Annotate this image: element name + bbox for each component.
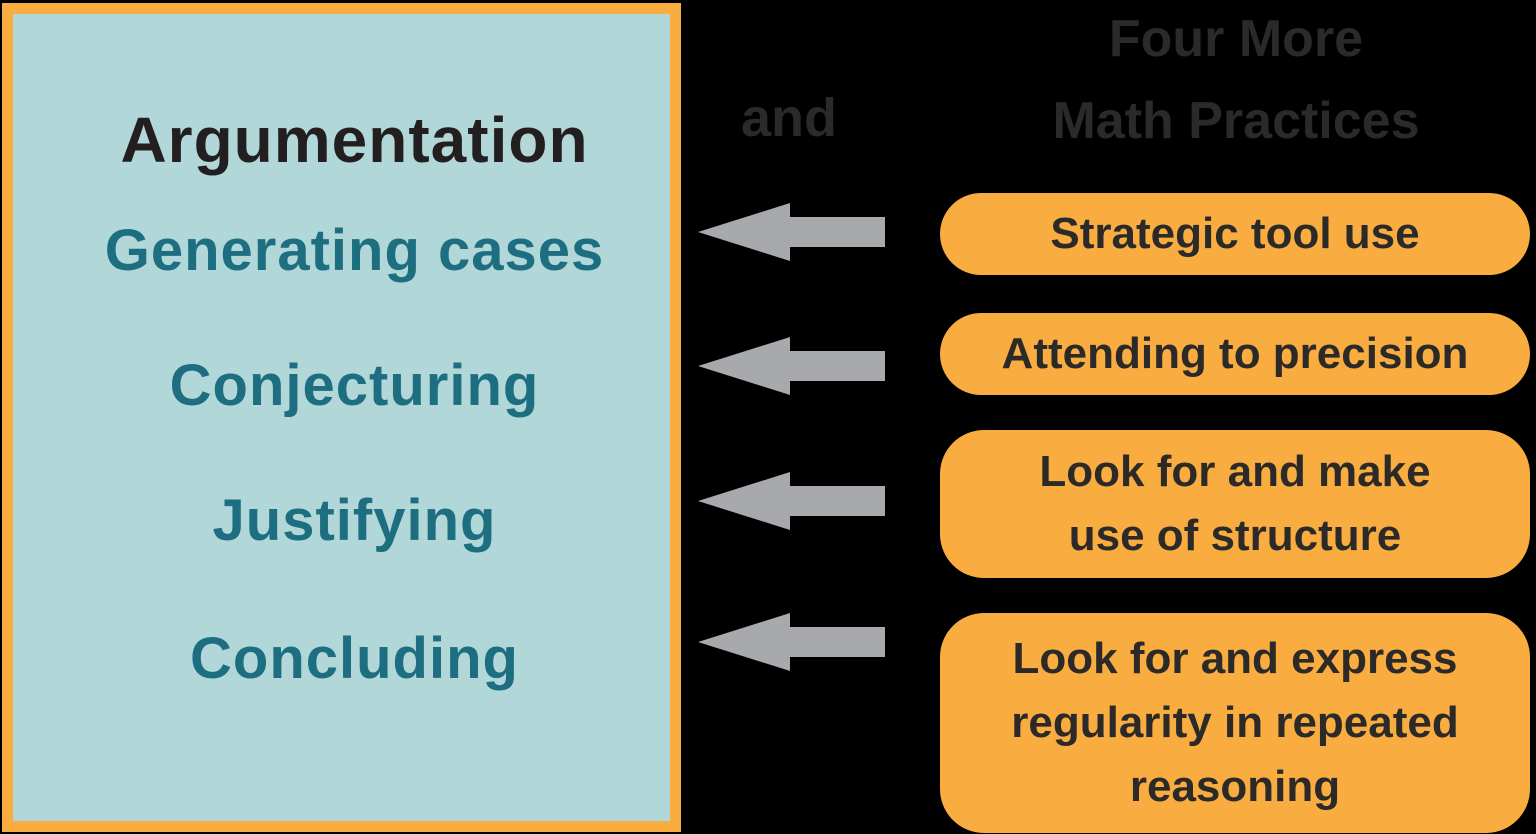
argumentation-item-generating-cases: Generating cases bbox=[104, 218, 605, 283]
pill-line: Look for and express bbox=[1012, 634, 1458, 683]
pill-strategic-tool-use: Strategic tool use bbox=[940, 193, 1530, 275]
left-arrow-icon bbox=[698, 613, 885, 671]
and-label: and bbox=[740, 88, 837, 148]
pill-line: use of structure bbox=[1068, 511, 1402, 560]
left-arrow-icon bbox=[698, 337, 885, 395]
argumentation-panel: Argumentation Generating cases Conjectur… bbox=[2, 3, 681, 832]
right-column-title: Four More Math Practices bbox=[940, 0, 1532, 162]
left-arrow-icon bbox=[698, 472, 885, 530]
left-arrow-icon bbox=[698, 203, 885, 261]
argumentation-item-justifying: Justifying bbox=[212, 488, 497, 553]
argumentation-item-conjecturing: Conjecturing bbox=[169, 353, 540, 418]
argumentation-item-concluding: Concluding bbox=[190, 626, 519, 691]
pill-line: reasoning bbox=[1129, 762, 1341, 811]
pill-line: Attending to precision bbox=[1001, 329, 1469, 378]
pill-structure: Look for and make use of structure bbox=[940, 430, 1530, 578]
right-title-line2: Math Practices bbox=[1052, 92, 1420, 150]
pill-repeated-reasoning: Look for and express regularity in repea… bbox=[940, 613, 1530, 833]
pill-line: Strategic tool use bbox=[1050, 209, 1420, 258]
pill-line: regularity in repeated bbox=[1011, 698, 1459, 747]
argumentation-title: Argumentation bbox=[120, 104, 589, 176]
pill-line: Look for and make bbox=[1039, 447, 1431, 496]
right-title-line1: Four More bbox=[1108, 10, 1364, 68]
pill-attending-to-precision: Attending to precision bbox=[940, 313, 1530, 395]
